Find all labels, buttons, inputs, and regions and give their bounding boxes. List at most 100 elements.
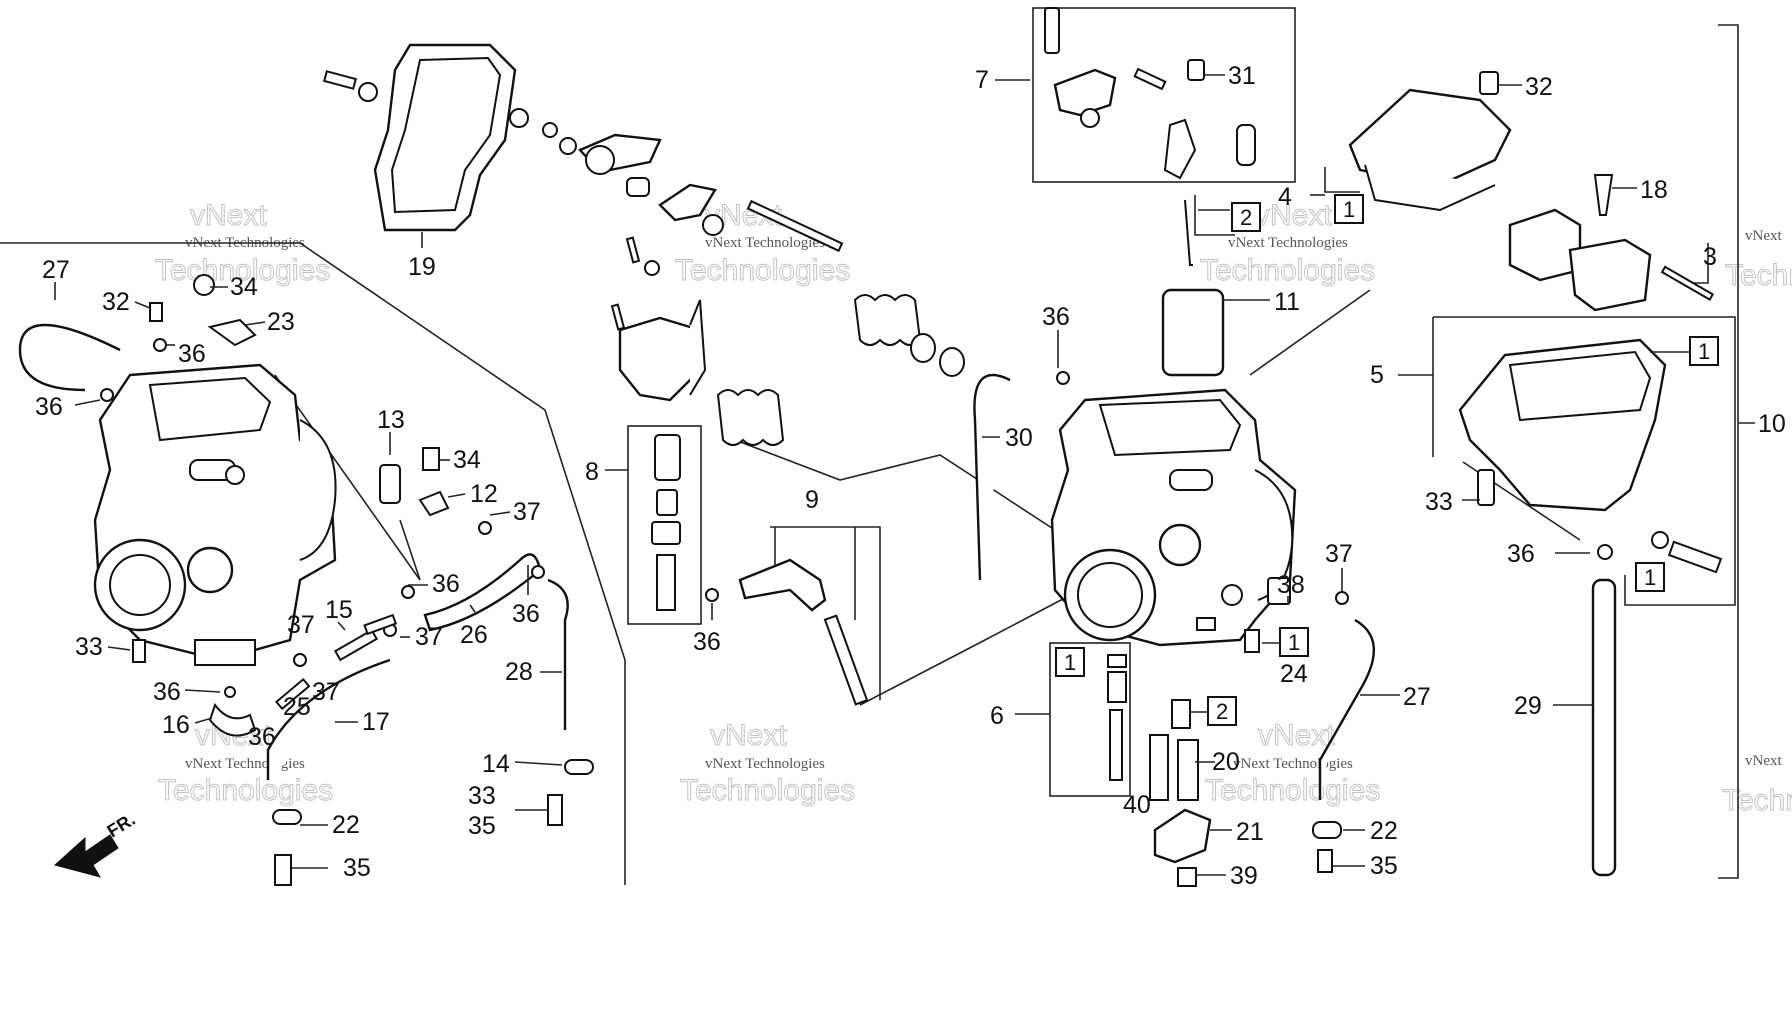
callout-label: 38 — [1277, 571, 1305, 599]
bracket-4 — [1324, 167, 1360, 193]
watermark-brand: vNext — [1255, 199, 1332, 232]
boxed-label: 1 — [1334, 194, 1364, 224]
left-section-divider — [0, 242, 626, 885]
callout-label: 16 — [162, 711, 190, 739]
watermark-brand: vNext — [710, 719, 787, 752]
callout-label: 22 — [332, 811, 360, 839]
diagram-frame-lines — [0, 7, 1739, 885]
callout-label: 30 — [1005, 424, 1033, 452]
callout-label: 29 — [1514, 692, 1542, 720]
watermark-brand: Technologies — [675, 254, 850, 287]
watermark-brand: Technologies — [1200, 254, 1375, 287]
callout-label: 33 — [1425, 488, 1453, 516]
boxed-label-text: 1 — [1698, 339, 1710, 364]
callout-labels: 27 32 34 23 36 36 13 34 12 37 36 26 — [35, 62, 1786, 890]
leader-12-cross — [399, 519, 421, 581]
callout-label: 9 — [805, 486, 819, 514]
leader-spring-to-body — [734, 439, 1079, 546]
callout-label: 7 — [975, 66, 989, 94]
callout-label: 33 — [75, 633, 103, 661]
callout-label: 32 — [1525, 73, 1553, 101]
callout-label: 36 — [178, 340, 206, 368]
leader-9-to-body — [859, 589, 1081, 706]
callout-label: 40 — [1123, 791, 1151, 819]
springs — [716, 294, 965, 446]
group-box-5 — [1433, 316, 1736, 606]
group-box-7 — [1032, 7, 1296, 183]
watermark-caption: vNext Technologies — [1228, 235, 1348, 251]
watermark-edge-top: vNext Technologies — [1725, 228, 1792, 293]
boxed-callouts: 1 2 2 1 1 1 1 2 — [1055, 194, 1719, 726]
jet-group — [1107, 654, 1212, 887]
callout-label: 3 — [1703, 243, 1717, 271]
callout-label: 6 — [990, 702, 1004, 730]
float-bowl — [1458, 338, 1723, 574]
callout-label: 36 — [1507, 540, 1535, 568]
callout-label: 24 — [1280, 660, 1308, 688]
boxed-label: 1 — [1650, 336, 1719, 366]
watermark-caption: vNext — [1745, 228, 1782, 244]
leader-left-body — [274, 374, 421, 581]
callout-label: 36 — [432, 570, 460, 598]
callout-label: 2 — [1205, 204, 1206, 206]
boxed-label-text: 1 — [1288, 630, 1300, 655]
front-direction-arrow: FR. — [53, 809, 139, 878]
float-arm-group — [1044, 7, 1256, 180]
callout-label: 28 — [505, 658, 533, 686]
callout-label: 4 — [1278, 183, 1292, 211]
callout-label: 12 — [470, 480, 498, 508]
watermark-brand: vNext — [190, 199, 267, 232]
boxed-label: 2 — [1190, 696, 1237, 726]
assembly-bracket-10 — [1718, 24, 1739, 879]
boxed-label: 1 — [1635, 562, 1665, 592]
callout-label: 34 — [230, 273, 258, 301]
needle-jet-group — [651, 434, 681, 611]
watermark-caption: vNext Technologies — [705, 235, 825, 251]
solenoid-valve — [1508, 174, 1715, 312]
callout-label: 13 — [377, 406, 405, 434]
boxed-label: 1 — [1262, 627, 1309, 657]
callout-label: 36 — [248, 723, 276, 751]
callout-label: 21 — [1236, 818, 1264, 846]
callout-label: 33 — [468, 782, 496, 810]
small-fasteners — [100, 274, 1613, 886]
bracket-2 — [1194, 195, 1235, 236]
callout-label: 39 — [1230, 862, 1258, 890]
diaphragm-cover — [1348, 71, 1512, 212]
callout-label: 23 — [267, 308, 295, 336]
left-carburetor-body — [93, 363, 337, 666]
boxed-label-text: 1 — [1343, 197, 1355, 222]
throttle-linkage-parts — [509, 108, 844, 402]
watermark-brand: Technologies — [155, 254, 330, 287]
watermark-brand: Technologies — [680, 774, 855, 807]
watermark-brand: Technologies — [1722, 784, 1792, 817]
group-box-6 — [1049, 642, 1131, 797]
boxed-label: 2 2 — [1205, 202, 1261, 232]
callout-label: 27 — [42, 256, 70, 284]
boxed-label-text: 2 — [1216, 699, 1228, 724]
boxed-label-text: 1 — [1644, 565, 1656, 590]
callout-label: 35 — [468, 812, 496, 840]
watermark-brand: vNext — [1258, 719, 1335, 752]
watermark-caption: vNext — [1745, 753, 1782, 769]
callout-label: 34 — [453, 446, 481, 474]
callout-label: 5 — [1370, 361, 1384, 389]
boxed-label-text: 1 — [1064, 650, 1076, 675]
top-cover — [322, 43, 517, 232]
hoses — [18, 199, 1617, 877]
callout-label: 37 — [415, 623, 443, 651]
watermark-center-bottom: vNext Technologies vNext Technologies — [680, 719, 856, 808]
callout-label: 37 — [1325, 540, 1353, 568]
leader-11-to-body — [1249, 289, 1371, 376]
callout-label: 37 — [287, 611, 315, 639]
callout-label: 10 — [1758, 410, 1786, 438]
boxed-label-text: 2 — [1240, 205, 1252, 230]
watermarks: vNext Technologies vNext Technologies vN… — [155, 199, 1792, 818]
callout-label: 19 — [408, 253, 436, 281]
boxed-label: 1 — [1055, 647, 1085, 677]
callout-label: 26 — [460, 621, 488, 649]
callout-label: 27 — [1403, 683, 1431, 711]
center-carburetor-body — [1050, 388, 1297, 647]
callout-label: 8 — [585, 458, 599, 486]
